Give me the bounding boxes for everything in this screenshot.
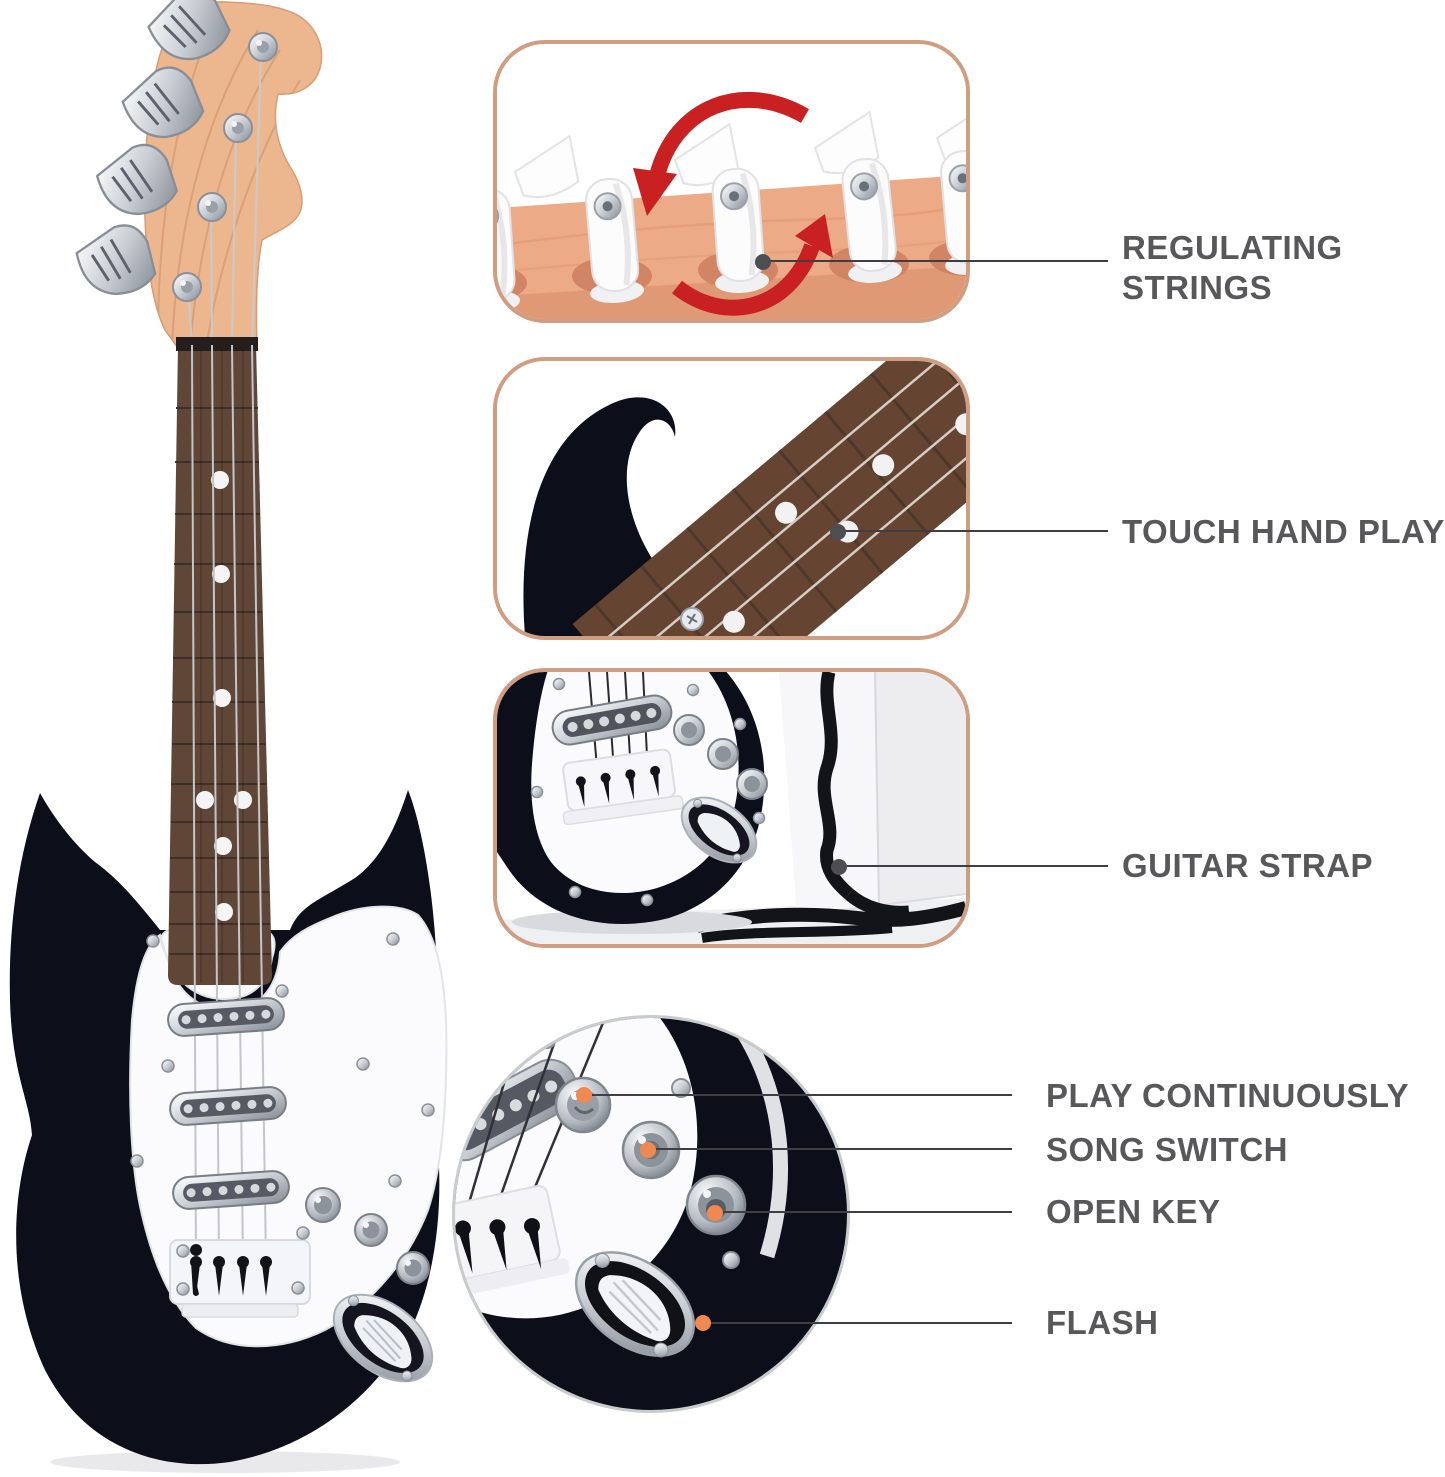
tuner-posts <box>172 32 278 302</box>
marker-dot-regulating-strings <box>755 254 771 270</box>
fret-marker-dots <box>196 471 252 921</box>
marker-dot-guitar-strap <box>831 859 847 875</box>
guitar-body-closeup <box>497 672 768 934</box>
flash-lamp-closeup <box>574 1251 696 1358</box>
callout-label-play-continuously: PLAY CONTINUOUSLY <box>1046 1077 1410 1114</box>
pickguard-screws <box>130 932 435 1296</box>
callout-label-flash: FLASH <box>1046 1304 1159 1341</box>
marker-dot-touch-hand-play <box>830 524 846 540</box>
nut <box>176 337 258 351</box>
inset-regulating-strings <box>493 40 970 323</box>
connector-line-guitar-strap <box>839 865 1108 867</box>
connector-line-play-continuously <box>584 1094 1012 1096</box>
connector-line-touch-hand-play <box>838 530 1108 532</box>
marker-dot-open-key <box>707 1205 723 1221</box>
bridge <box>169 1239 311 1318</box>
connector-line-flash <box>703 1322 1012 1324</box>
callout-label-open-key: OPEN KEY <box>1046 1193 1221 1230</box>
callout-label-guitar-strap: GUITAR STRAP <box>1122 847 1374 884</box>
flash-lamp <box>332 1293 434 1383</box>
pickups <box>167 997 290 1210</box>
guitar-full-view <box>0 0 460 1477</box>
connector-line-regulating-strings <box>763 260 1108 262</box>
rotation-arrows <box>633 92 833 316</box>
connector-line-song-switch <box>648 1148 1012 1150</box>
headstock-strings <box>187 51 262 345</box>
control-knobs <box>305 1187 430 1285</box>
inset-touch-hand-play <box>493 357 970 640</box>
neck-screw <box>680 607 704 631</box>
body-horn-closeup <box>523 397 737 636</box>
pickguard-edge-highlight <box>736 1028 788 1259</box>
callout-label-touch-hand-play: TOUCH HAND PLAY <box>1122 513 1445 550</box>
callout-label-song-switch: SONG SWITCH <box>1046 1131 1288 1168</box>
connector-line-open-key <box>715 1211 1012 1213</box>
callout-label-regulating-strings: REGULATING STRINGS <box>1122 229 1343 306</box>
marker-dot-play-continuously <box>576 1087 592 1103</box>
carry-bag <box>779 672 966 917</box>
marker-dot-song-switch <box>640 1142 656 1158</box>
inset-controls-closeup <box>452 1015 850 1413</box>
inset-guitar-strap <box>493 668 970 948</box>
marker-dot-flash <box>695 1315 711 1331</box>
